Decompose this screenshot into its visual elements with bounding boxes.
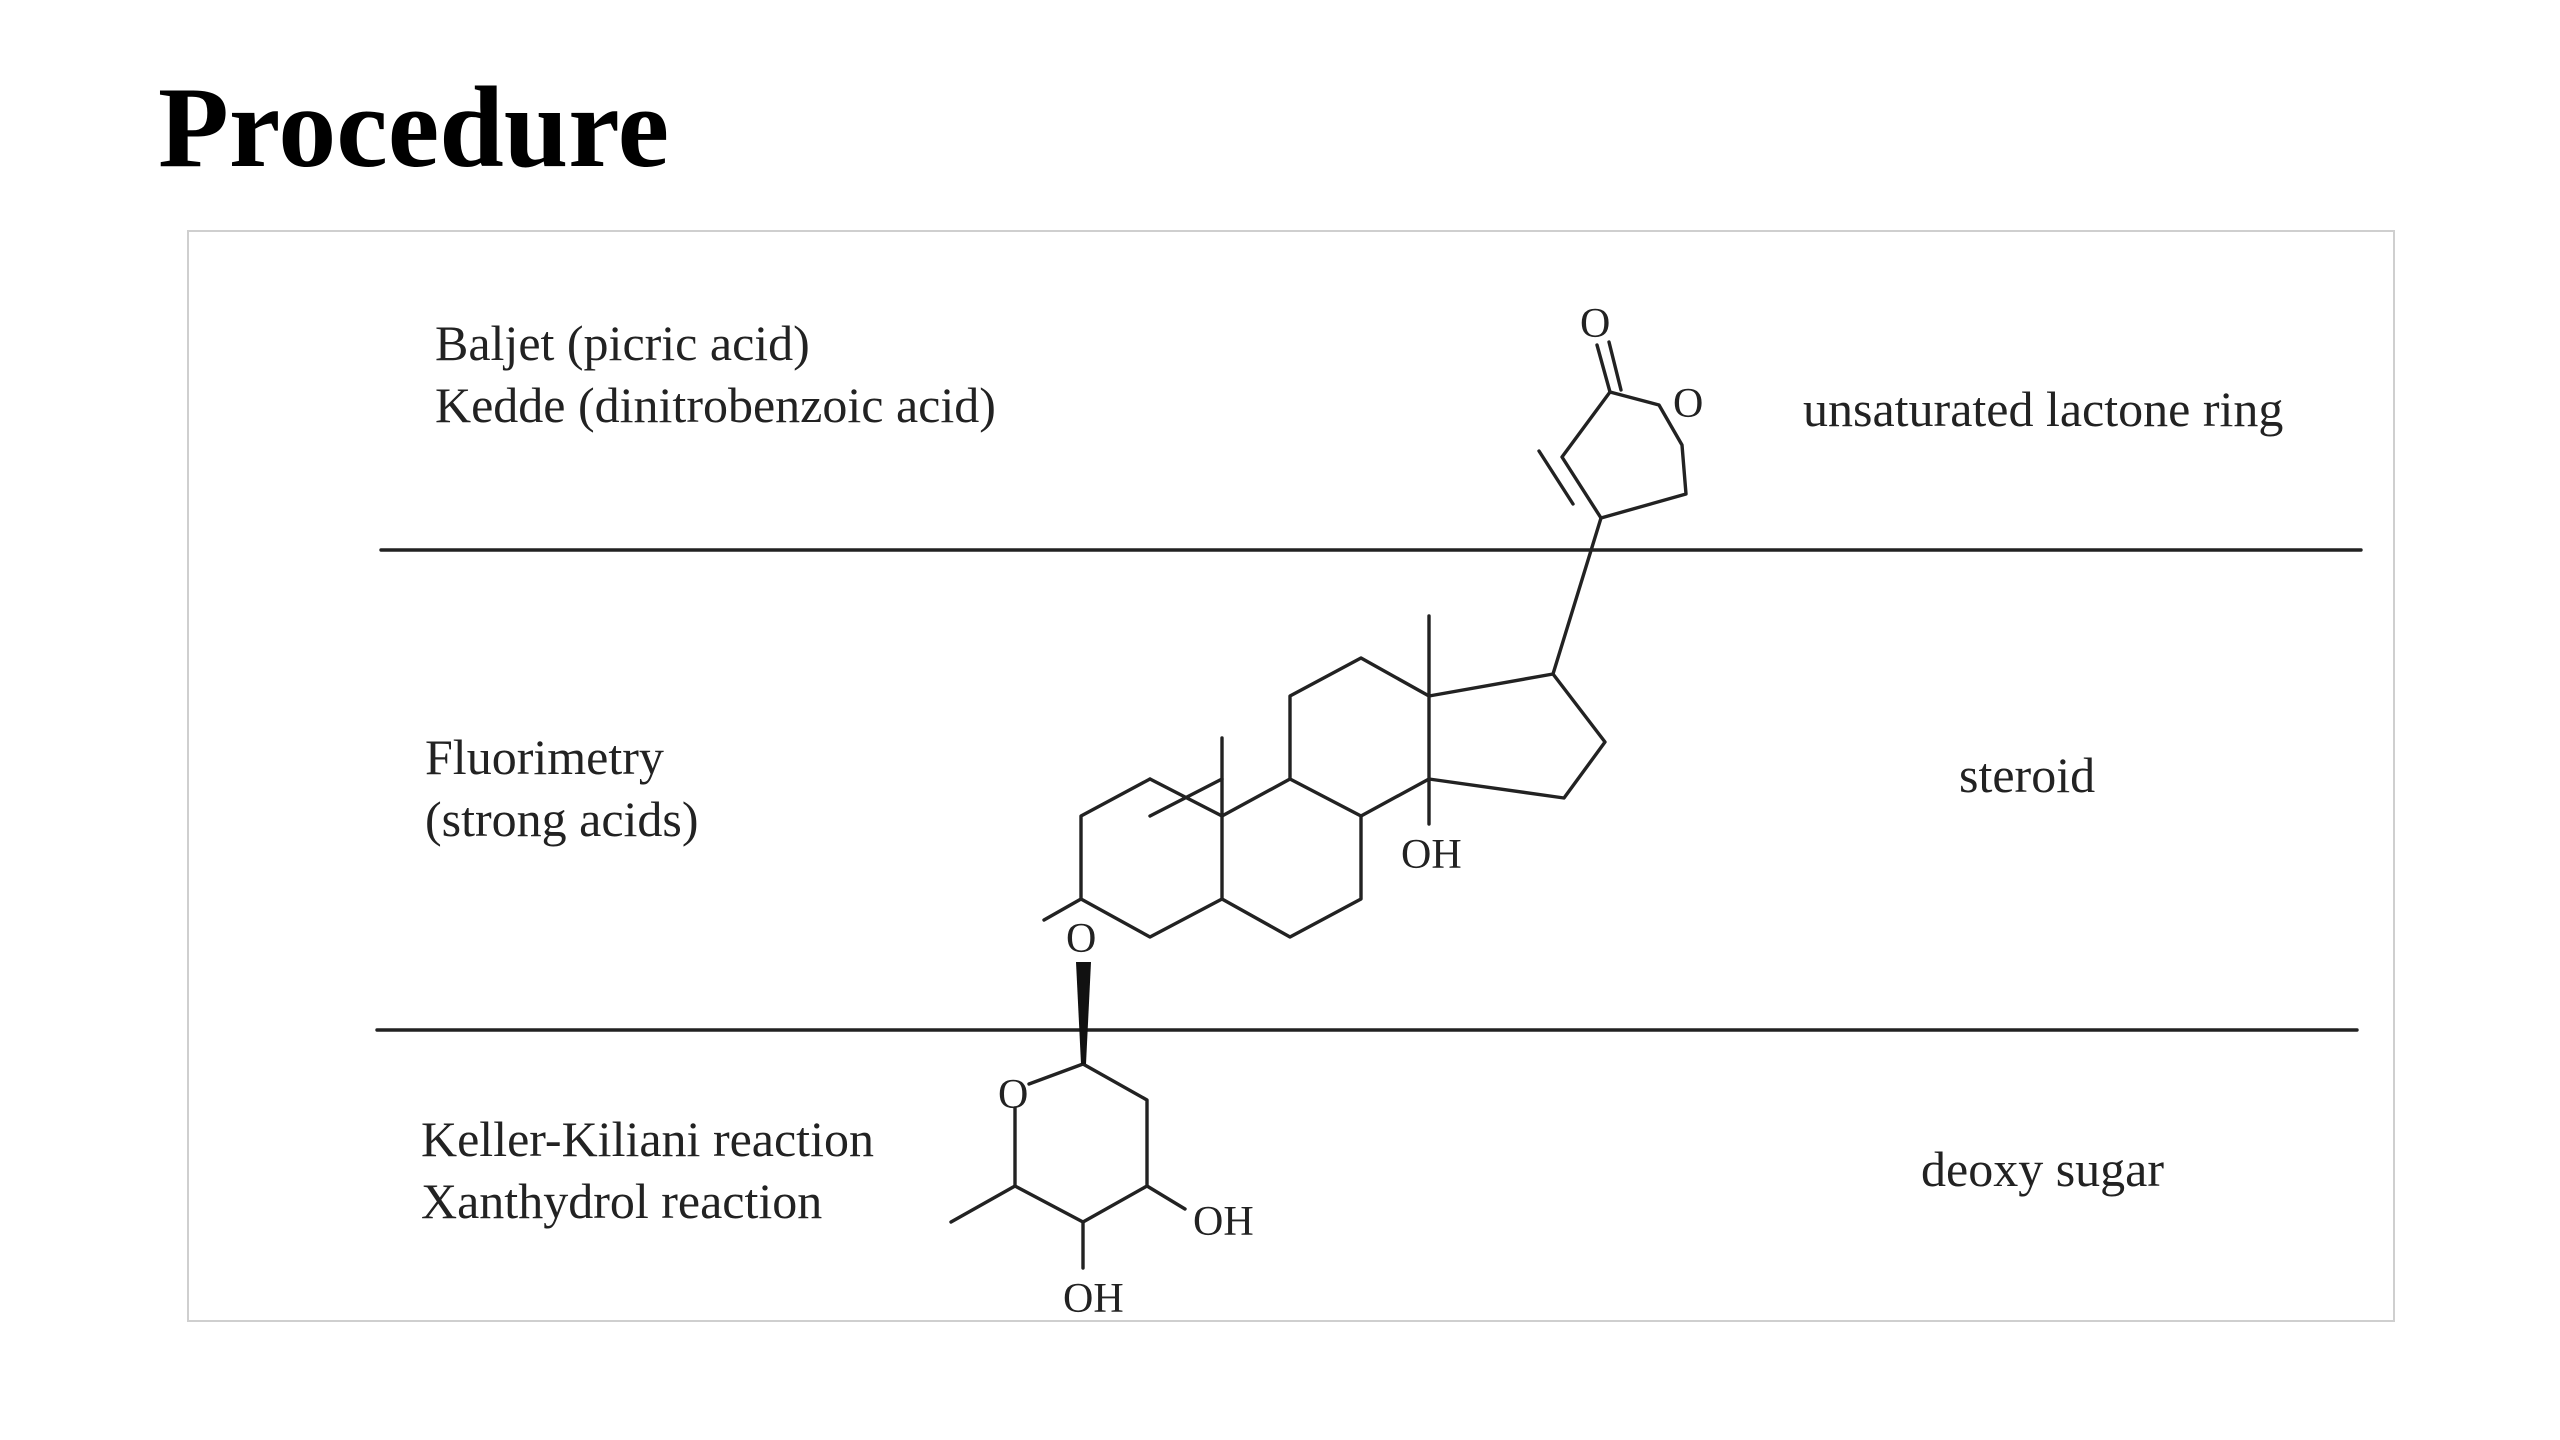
test-xanthydrol: Xanthydrol reaction (421, 1173, 823, 1229)
test-strong-acids: (strong acids) (425, 791, 699, 847)
steroid-ring-a (1079, 777, 1224, 939)
test-keller-kiliani: Keller-Kiliani reaction (421, 1111, 874, 1167)
moiety-deoxy-sugar: deoxy sugar (1921, 1141, 2164, 1197)
steroid-ring-b (1220, 777, 1363, 939)
moiety-lactone: unsaturated lactone ring (1803, 381, 2284, 437)
atom-ring-o: O (1673, 381, 1703, 427)
slide-title: Procedure (158, 64, 670, 192)
lactone-ring (1560, 390, 1688, 520)
steroid-tests: Fluorimetry (strong acids) (425, 726, 699, 850)
test-baljet: Baljet (picric acid) (435, 315, 810, 371)
test-kedde: Kedde (dinitrobenzoic acid) (435, 377, 996, 433)
sugar-ring (1013, 1062, 1149, 1224)
atom-oh-14: OH (1401, 832, 1462, 878)
diagram-panel: Baljet (picric acid) Kedde (dinitrobenzo… (187, 230, 2395, 1322)
bond-c3-o (1042, 897, 1083, 922)
atom-oh-sugar-3: OH (1063, 1276, 1124, 1320)
cardiac-glycoside-structure: O O OH O O OH OH (375, 301, 2363, 1320)
moiety-steroid: steroid (1959, 747, 2096, 803)
bond-c17-lactone (1551, 516, 1603, 676)
atom-oh-sugar-4: OH (1193, 1199, 1254, 1245)
lactone-tests: Baljet (picric acid) Kedde (dinitrobenzo… (435, 312, 996, 436)
atom-sugar-ring-o: O (998, 1072, 1028, 1118)
test-fluorimetry: Fluorimetry (425, 729, 664, 785)
glycosidic-wedge-bond (1076, 962, 1091, 1064)
steroid-ring-d (1427, 672, 1607, 800)
steroid-ring-c (1288, 656, 1431, 818)
sugar-tests: Keller-Kiliani reaction Xanthydrol react… (421, 1108, 874, 1232)
atom-carbonyl-o: O (1580, 301, 1610, 347)
atom-glycosidic-o: O (1066, 916, 1096, 962)
